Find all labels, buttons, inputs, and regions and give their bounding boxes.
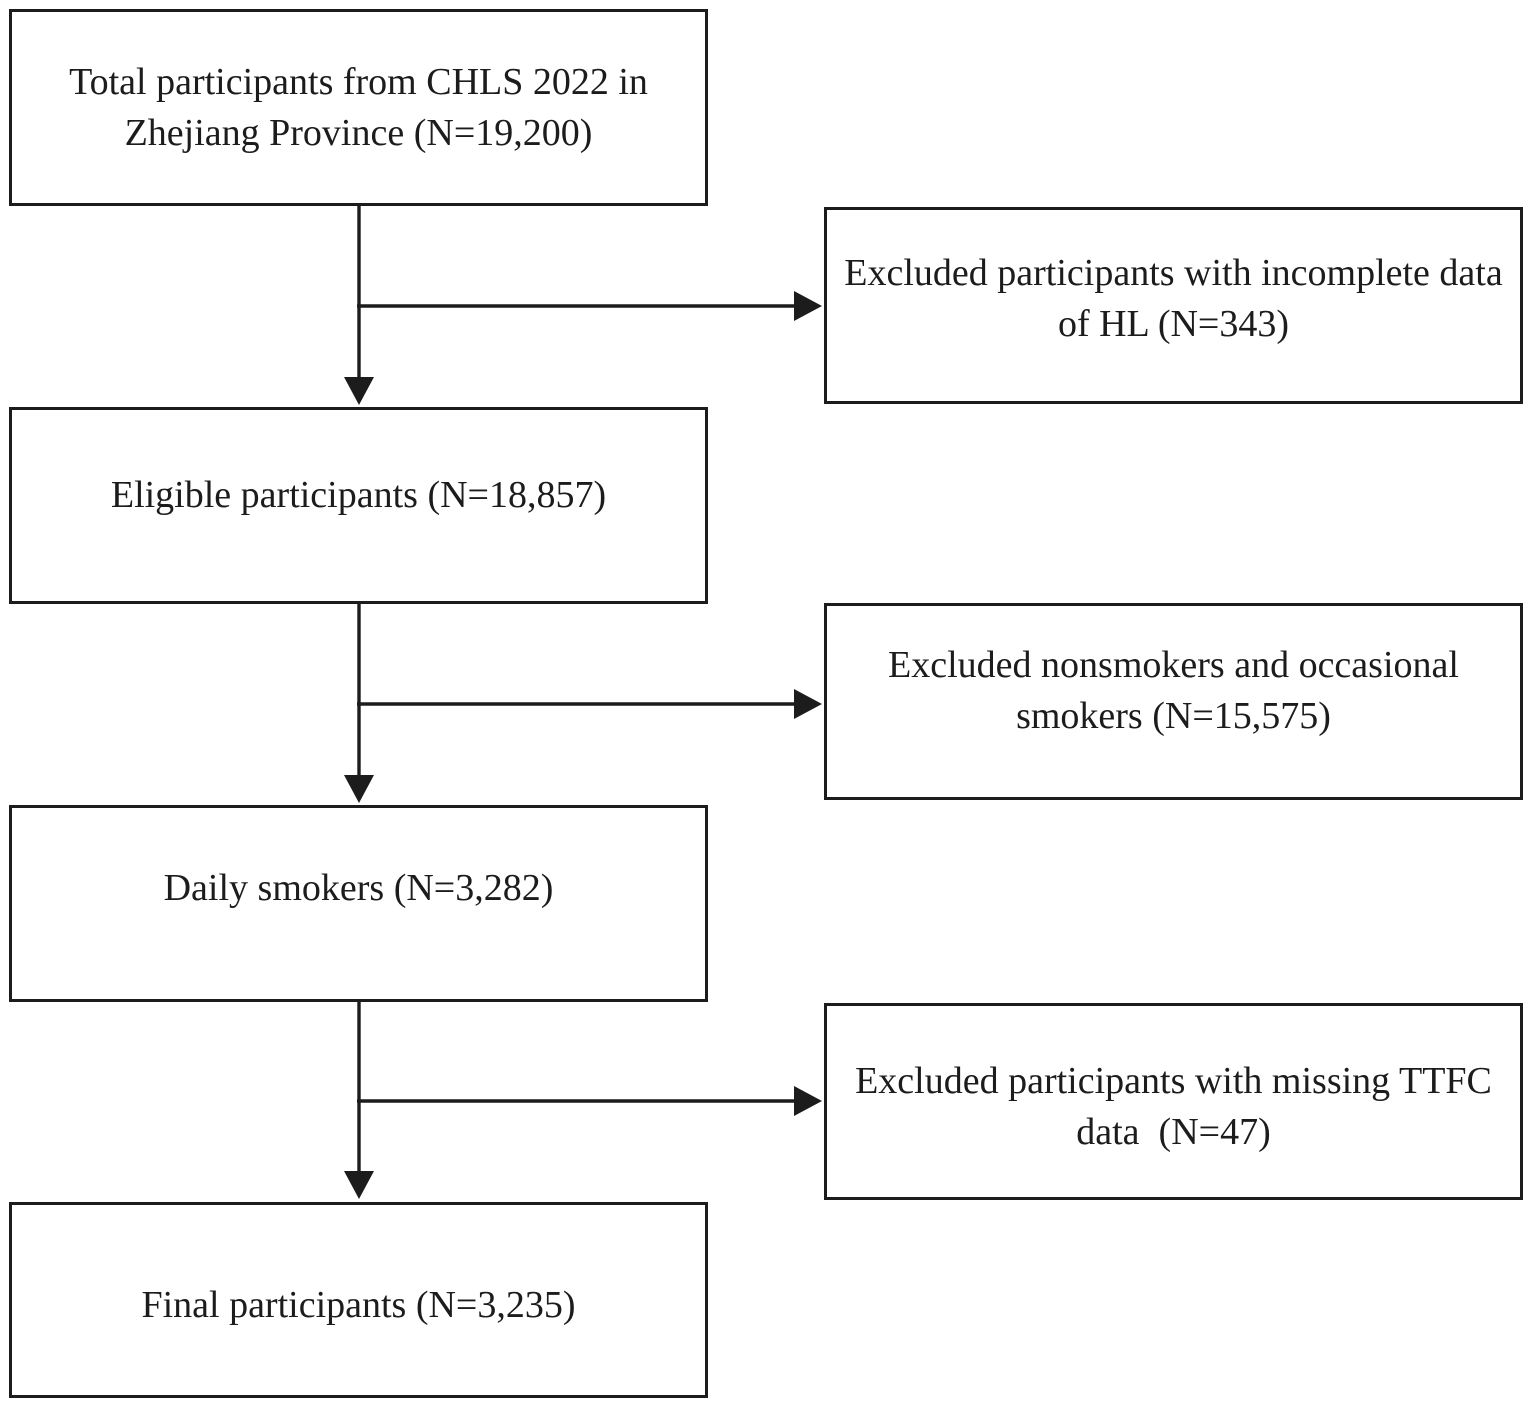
flow-box-label: Eligible participants (N=18,857) [110, 474, 607, 517]
flow-box-label: Final participants (N=3,235) [141, 1283, 576, 1326]
flow-box-eligible-participants: Eligible participants (N=18,857) [9, 407, 708, 604]
flow-box-final-participants: Final participants (N=3,235) [9, 1202, 708, 1398]
flow-box-label: Daily smokers (N=3,282) [163, 867, 554, 910]
arrow-eligible-to-excluded-nonsmokers [357, 689, 822, 719]
flow-box-label: Excluded participants with incomplete da… [844, 251, 1503, 345]
arrow-eligible-to-daily-smokers [344, 604, 374, 803]
arrow-daily-to-final [344, 1002, 374, 1199]
flow-box-excluded-missing-ttfc: Excluded participants with missing TTFC … [824, 1003, 1523, 1200]
flow-box-excluded-nonsmokers: Excluded nonsmokers and occasional smoke… [824, 603, 1523, 800]
flow-box-daily-smokers: Daily smokers (N=3,282) [9, 805, 708, 1002]
arrow-daily-to-excluded-ttfc [357, 1086, 822, 1116]
flow-box-label: Excluded nonsmokers and occasional smoke… [888, 643, 1459, 737]
arrow-total-to-excluded-hl [357, 291, 822, 321]
flow-box-excluded-incomplete-hl: Excluded participants with incomplete da… [824, 207, 1523, 404]
flow-box-label: Excluded participants with missing TTFC … [855, 1059, 1492, 1153]
flow-box-label: Total participants from CHLS 2022 in Zhe… [69, 60, 648, 154]
flow-box-total-participants: Total participants from CHLS 2022 in Zhe… [9, 9, 708, 206]
arrow-total-to-eligible [344, 206, 374, 405]
